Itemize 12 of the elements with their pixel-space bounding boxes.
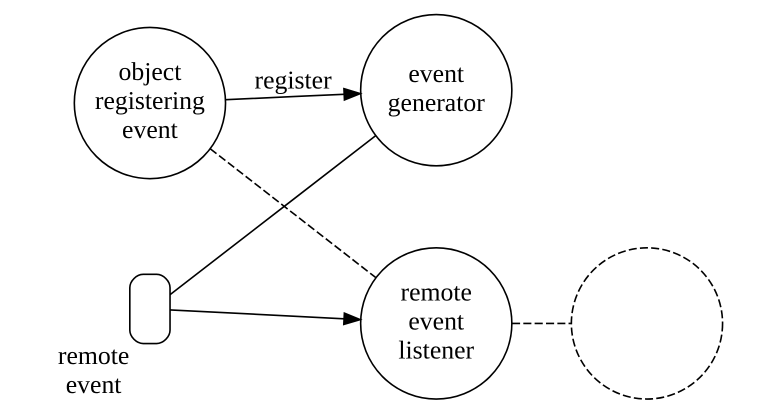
node-circle: object registering event [73,26,226,180]
edge-label: register [254,65,332,94]
node-label: remote event [57,341,129,400]
node-circle: event generator [359,14,512,167]
connector [512,322,570,324]
node-pill [128,274,170,344]
arrow [225,88,362,102]
connector [209,148,376,278]
connector [169,135,376,296]
arrow [170,309,362,326]
node-circle: remote event listener [359,247,512,400]
node-circle [570,247,723,400]
